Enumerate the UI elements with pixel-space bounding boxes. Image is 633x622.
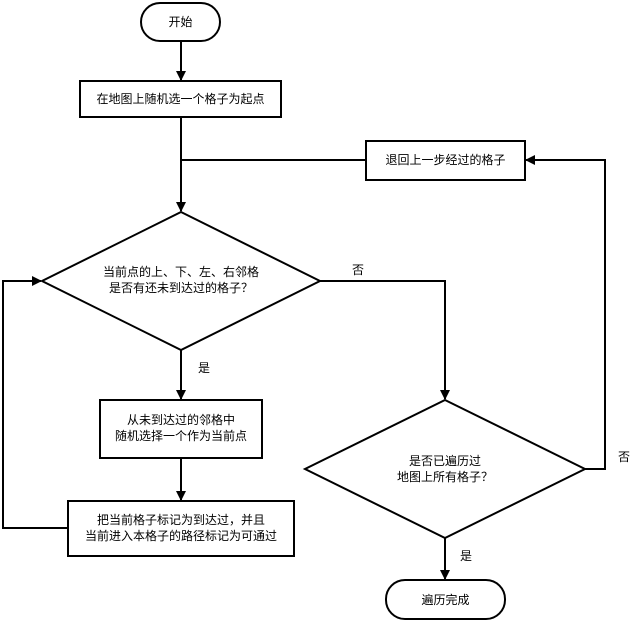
choose-neighbor-label-line2: 随机选择一个作为当前点 [114,429,247,443]
pick-start-label: 在地图上随机选一个格子为起点 [96,92,265,106]
edge-all-visited-no-to-backtrack [525,155,606,470]
choose-neighbor-box [99,399,263,459]
has-unvisited-label-line2: 是否有还未到达过的格子？ [108,281,253,295]
edge-label-has-unvisited-no: 否 [352,263,365,277]
edge-label-has-unvisited-yes: 是 [198,361,211,375]
backtrack-box [365,140,526,181]
edge-label-all-visited-yes: 是 [460,549,473,563]
all-visited-label-line1: 是否已遍历过 [408,454,481,468]
done-terminator [385,579,506,620]
has-unvisited-label-line1: 当前点的上、下、左、右邻格 [102,265,259,279]
mark-visited-label-line1: 把当前格子标记为到达过，并且 [96,513,265,527]
edge-label-all-visited-no: 否 [618,450,631,464]
edge-mark-to-decision [2,276,68,529]
choose-neighbor-label-line1: 从未到达过的邻格中 [126,413,235,427]
edge-no-to-all-visited [320,280,450,400]
pick-start-box [79,80,282,118]
all-visited-label-line2: 地图上所有格子？ [396,470,493,484]
done-label: 遍历完成 [421,593,470,607]
backtrack-label: 退回上一步经过的格子 [385,153,506,167]
mark-visited-label-line2: 当前进入本格子的路径标记为可通过 [84,529,277,543]
start-label: 开始 [168,15,193,29]
